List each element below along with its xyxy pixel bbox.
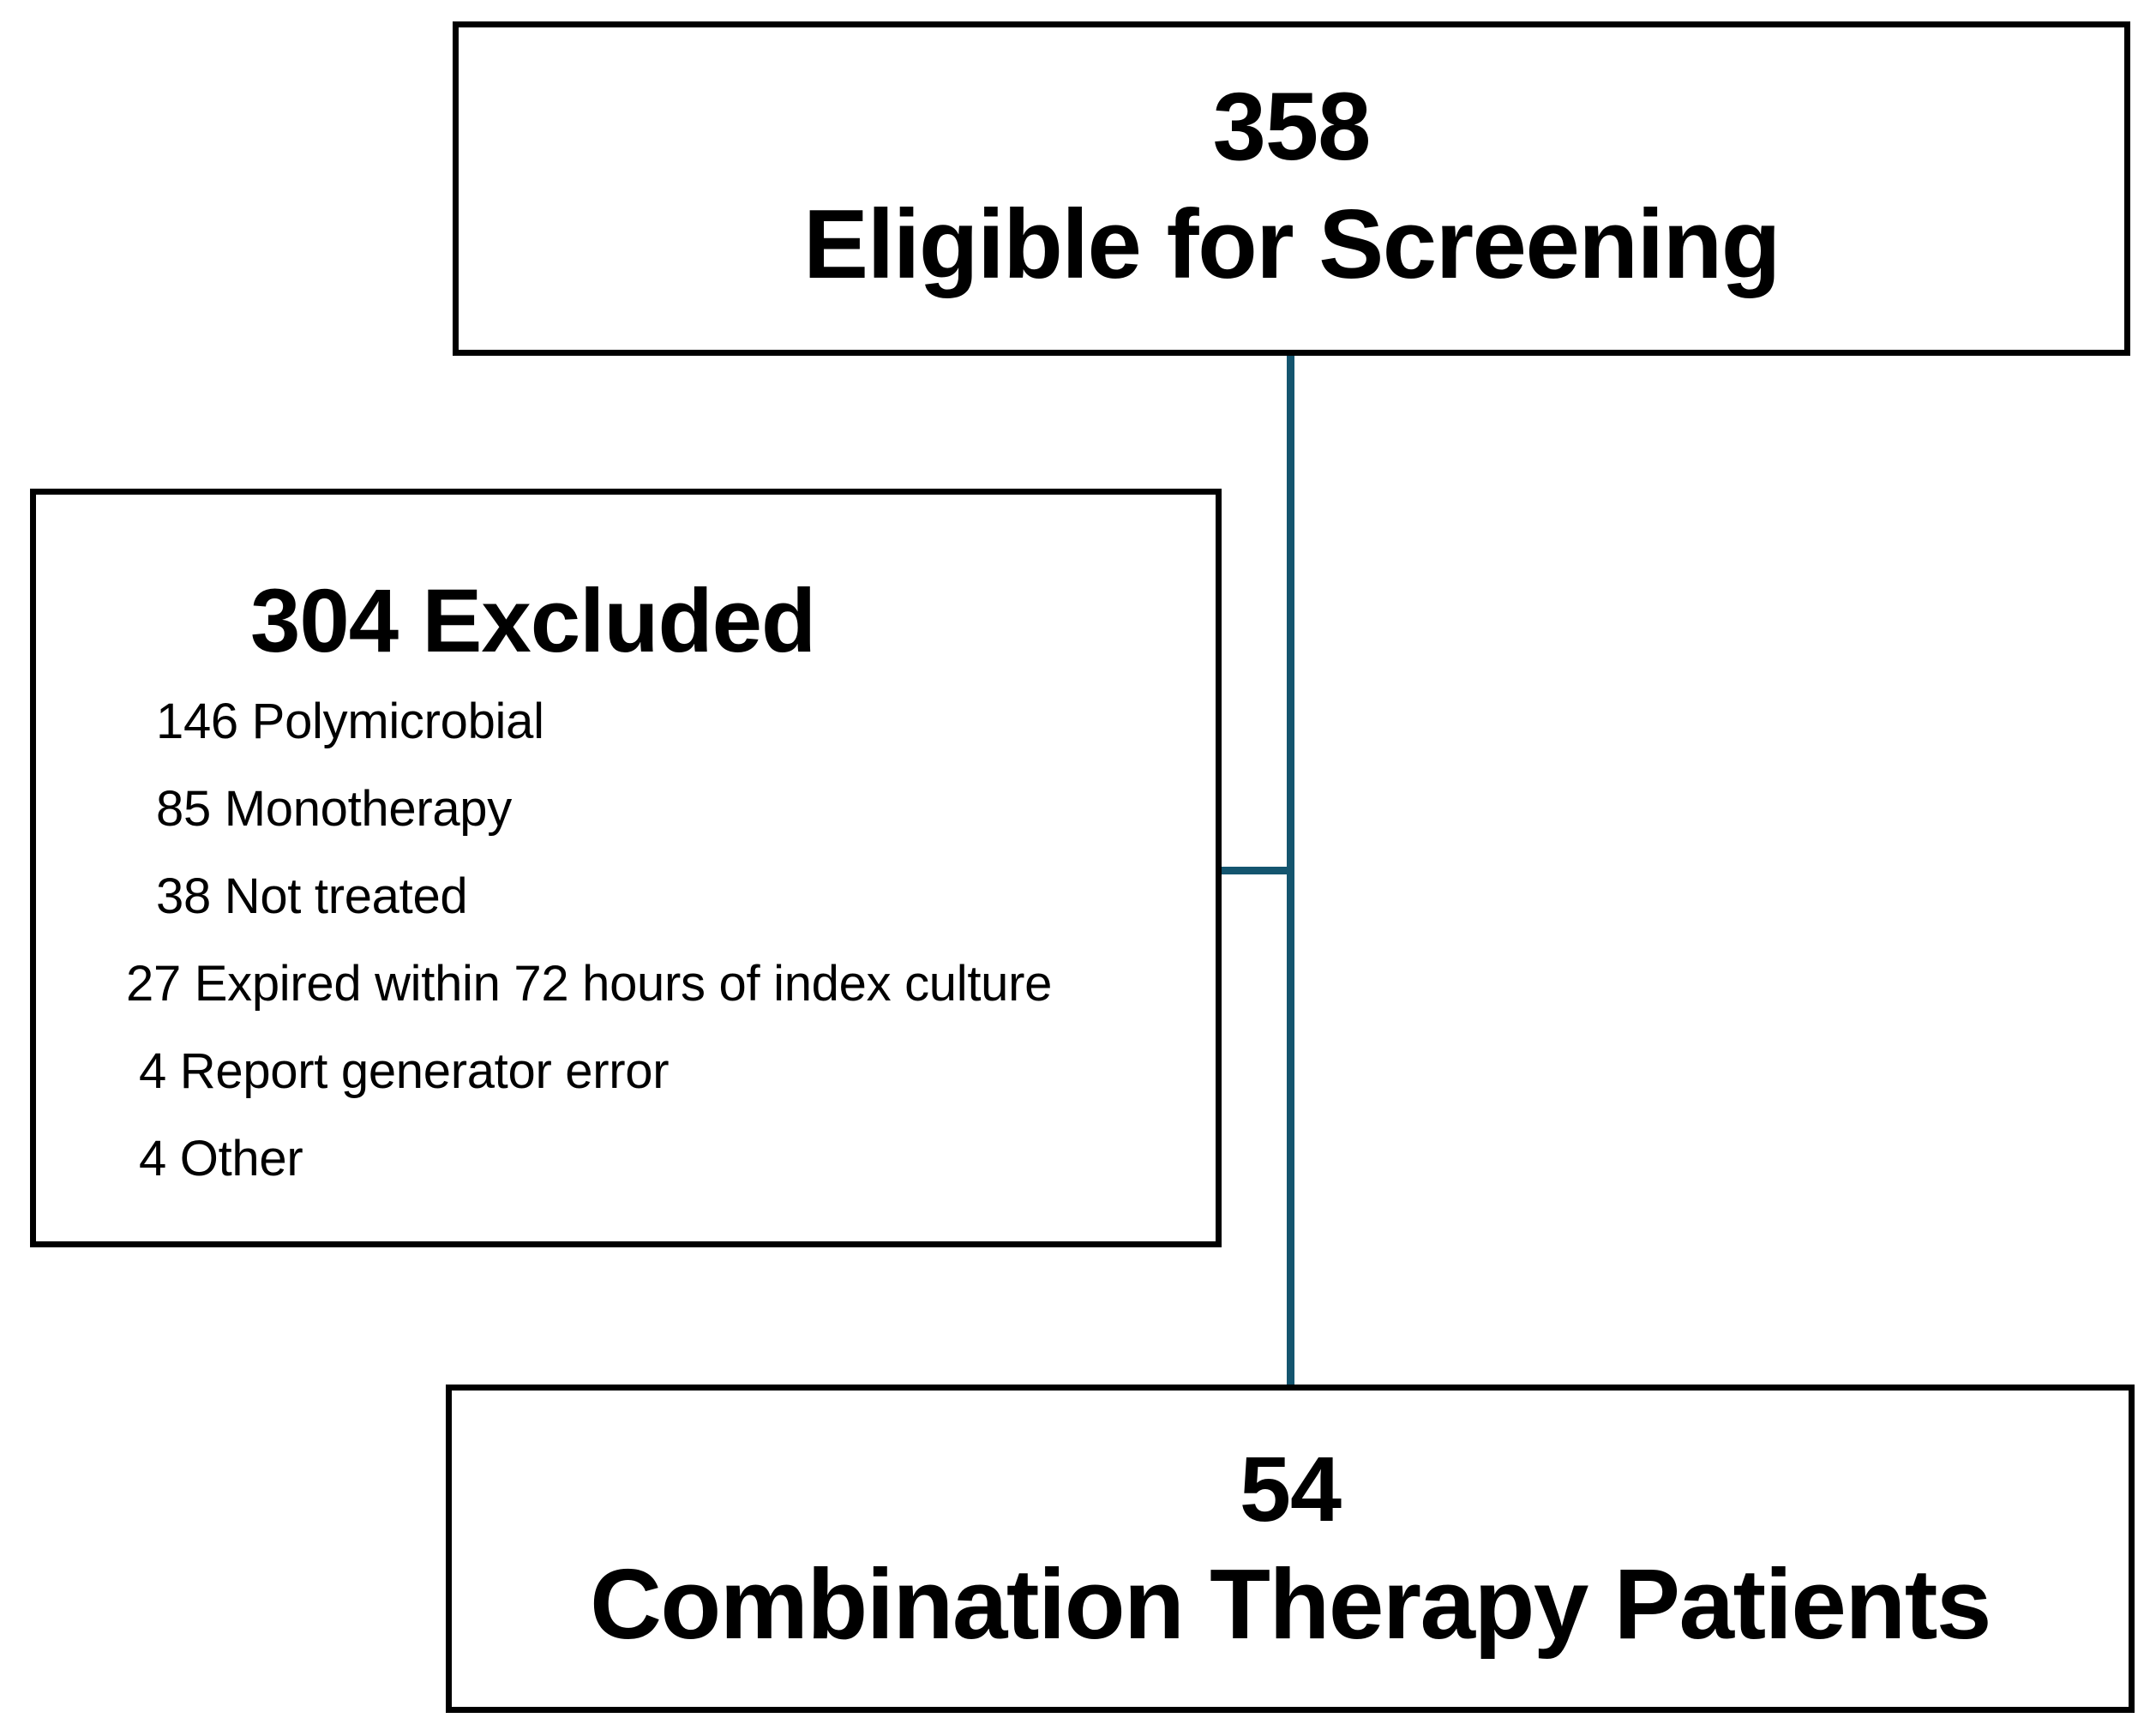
- screening-count: 358: [1212, 73, 1372, 181]
- excluded-heading: 304 Excluded: [250, 571, 816, 671]
- excluded-reason-list: 146 Polymicrobial 85 Monotherapy 38 Not …: [36, 697, 1216, 1222]
- list-item: 27 Expired within 72 hours of index cult…: [126, 956, 1053, 1012]
- list-item: 38 Not treated: [156, 868, 468, 924]
- list-item: 4 Other: [139, 1131, 303, 1186]
- node-combination-therapy-patients: 54 Combination Therapy Patients: [446, 1385, 2135, 1713]
- node-excluded: 304 Excluded 146 Polymicrobial 85 Monoth…: [30, 489, 1222, 1247]
- outcome-label: Combination Therapy Patients: [590, 1547, 1991, 1660]
- screening-label: Eligible for Screening: [803, 190, 1781, 300]
- connector-horizontal-line-to-excluded: [1217, 867, 1294, 874]
- list-item: 4 Report generator error: [139, 1043, 670, 1099]
- list-item: 146 Polymicrobial: [156, 694, 544, 749]
- node-eligible-for-screening: 358 Eligible for Screening: [453, 21, 2130, 356]
- list-item: 85 Monotherapy: [156, 781, 512, 837]
- outcome-count: 54: [1239, 1436, 1342, 1541]
